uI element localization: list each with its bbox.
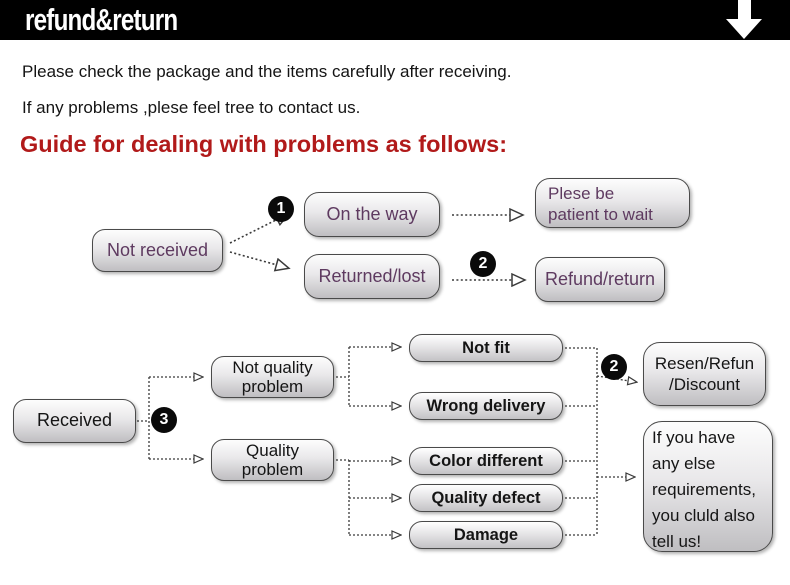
guide-heading: Guide for dealing with problems as follo… [20,131,508,157]
node-received: Received [13,399,136,443]
down-arrow-stem [738,0,751,20]
node-not-received: Not received [92,229,223,272]
node-line: If you have [652,428,736,447]
step-number: 2 [478,255,488,272]
node-line: problem [241,377,304,396]
node-quality-defect: Quality defect [409,484,563,512]
step-badge-3: 3 [151,407,177,433]
node-line: Not quality [232,358,313,377]
node-line: Quality [246,441,299,460]
node-color-different: Color different [409,447,563,475]
node-other-requirements: If you have any else requirements, you c… [643,421,773,552]
node-not-fit: Not fit [409,334,563,362]
step-badge-2: 2 [470,251,496,277]
node-line: /Discount [669,375,740,394]
node-line: patient to wait [548,205,653,224]
node-line: requirements, [652,480,756,499]
intro-line-2: If any problems ,plese feel tree to cont… [22,98,361,117]
node-line: tell us! [652,532,702,551]
node-not-quality-problem: Not quality problem [211,356,334,398]
banner: refund&return [0,0,790,40]
node-damage: Damage [409,521,563,549]
node-patient-to-wait: Plese be patient to wait [535,178,690,228]
step-number: 2 [609,358,619,375]
intro-line-1: Please check the package and the items c… [22,62,512,81]
step-badge-1: 1 [268,196,294,222]
node-returned-lost: Returned/lost [304,254,440,299]
down-arrow-head [726,19,762,39]
node-quality-problem: Quality problem [211,439,334,481]
step-number: 1 [276,200,286,217]
node-on-the-way: On the way [304,192,440,237]
node-line: you cluld also [652,506,756,525]
node-line: Resen/Refun [654,354,755,373]
node-wrong-delivery: Wrong delivery [409,392,563,420]
node-resend-refund-discount: Resen/Refun /Discount [643,342,766,406]
step-number: 3 [159,411,169,428]
node-refund-return: Refund/return [535,257,665,302]
banner-title: refund&return [25,2,178,37]
node-line: problem [241,460,304,479]
node-line: Plese be [548,184,615,203]
step-badge-2b: 2 [601,354,627,380]
down-arrow-icon [726,0,762,40]
node-line: any else [652,454,716,473]
